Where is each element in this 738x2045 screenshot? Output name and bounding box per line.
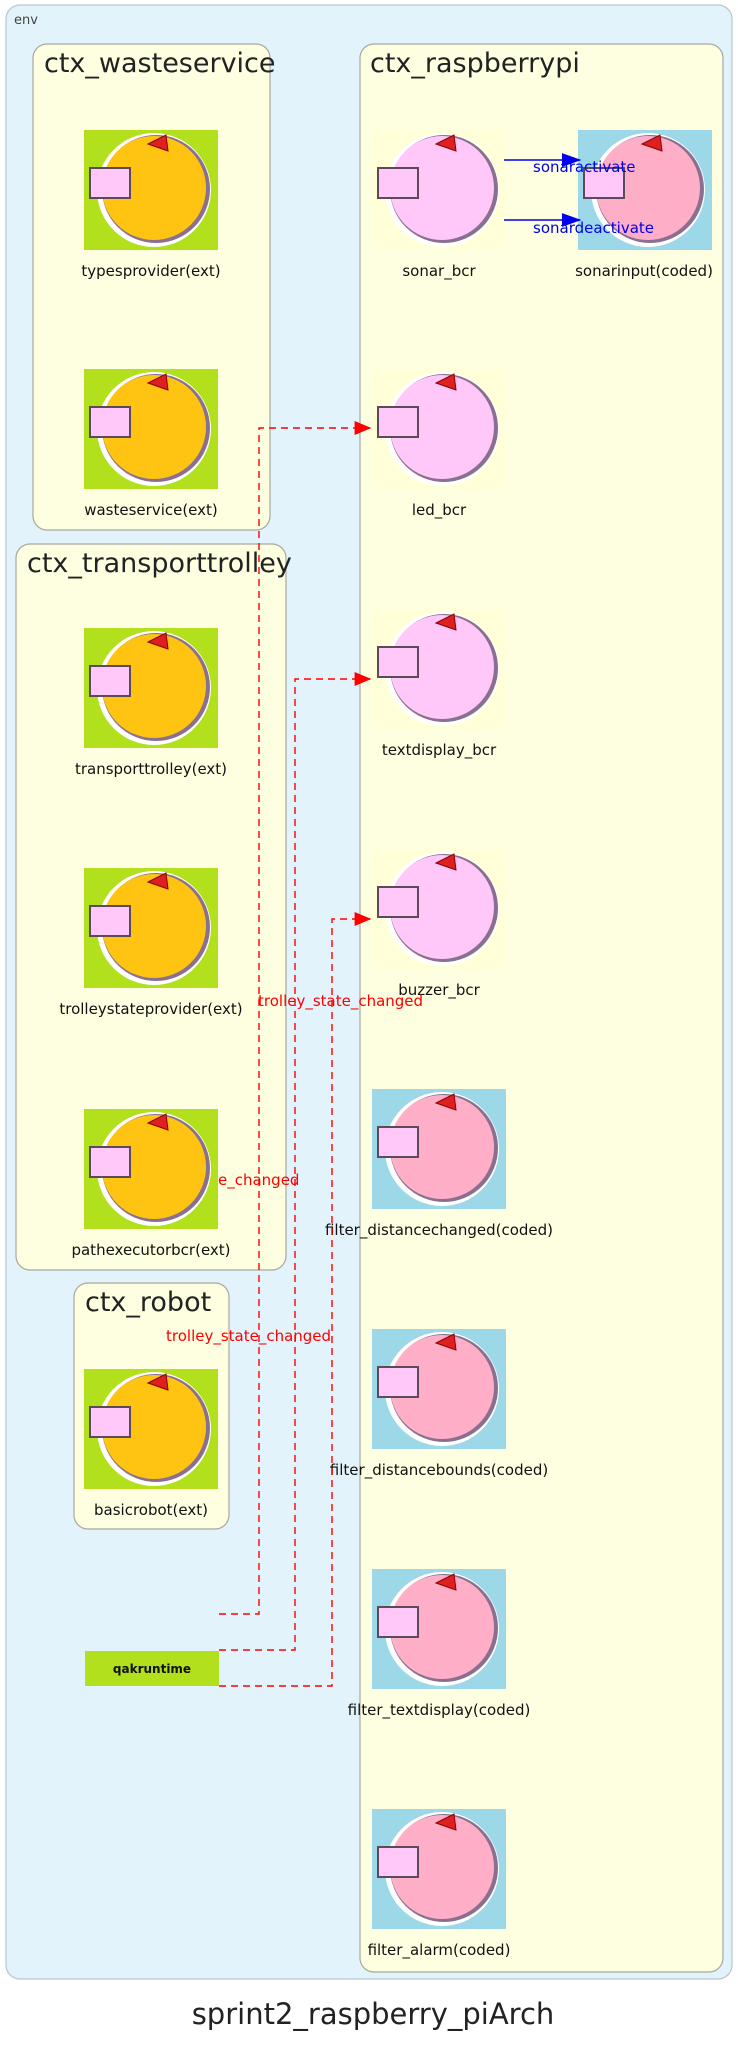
edge-label-trolley-state-changed-1: trolley_state_changed xyxy=(258,992,423,1011)
actor-filter-textdisplay-icon xyxy=(371,1568,507,1690)
edge-runtime-to-buzzer xyxy=(219,912,372,1687)
edge-label-sonardeactivate: sonardeactivate xyxy=(533,219,654,237)
edge-label-trolley-state-changed-2: e_changed xyxy=(218,1171,299,1190)
ctx-wasteservice: ctx_wasteservice typesprovider(ext) wast… xyxy=(32,43,276,531)
env-label: env xyxy=(14,13,38,28)
actor-pathexecutorbcr-icon xyxy=(83,1108,219,1230)
actor-filter-alarm-label: filter_alarm(coded) xyxy=(368,1941,511,1960)
ctx-wasteservice-title: ctx_wasteservice xyxy=(44,48,276,79)
actor-wasteservice-label: wasteservice(ext) xyxy=(84,501,218,519)
actor-filter-distancechanged-icon xyxy=(371,1088,507,1210)
actor-sonarinput-label: sonarinput(coded) xyxy=(575,262,713,280)
actor-basicrobot-icon xyxy=(83,1368,219,1490)
actor-wasteservice-icon xyxy=(83,368,219,490)
actor-filter-distancebounds-icon xyxy=(371,1328,507,1450)
ctx-transporttrolley: ctx_transporttrolley transporttrolley(ex… xyxy=(15,543,292,1271)
actor-filter-distancebounds-label: filter_distancebounds(coded) xyxy=(330,1461,548,1480)
actor-sonar-bcr-label: sonar_bcr xyxy=(402,262,476,281)
actor-led-bcr-label: led_bcr xyxy=(412,501,467,520)
ctx-raspberrypi: ctx_raspberrypi sonar_bcr sonarinput(cod… xyxy=(325,43,724,1973)
actor-transporttrolley-label: transporttrolley(ext) xyxy=(75,760,227,778)
actor-textdisplay-bcr-label: textdisplay_bcr xyxy=(382,741,497,760)
actor-typesprovider-icon xyxy=(83,129,219,251)
actor-buzzer-bcr-icon xyxy=(371,848,507,970)
edge-label-sonaractivate: sonaractivate xyxy=(533,158,636,176)
actor-textdisplay-bcr-icon xyxy=(371,608,507,730)
actor-filter-distancechanged-label: filter_distancechanged(coded) xyxy=(325,1221,553,1240)
qakruntime-label: qakruntime xyxy=(113,1662,191,1676)
edge-runtime-to-textdisplay xyxy=(219,672,372,1651)
ctx-robot-title: ctx_robot xyxy=(85,1287,211,1318)
ctx-transporttrolley-title: ctx_transporttrolley xyxy=(27,548,292,579)
actor-led-bcr-icon xyxy=(371,368,507,490)
actor-buzzer-bcr-label: buzzer_bcr xyxy=(398,981,480,1000)
actor-transporttrolley-icon xyxy=(83,627,219,749)
edge-label-trolley-state-changed-3: trolley_state_changed xyxy=(166,1327,331,1346)
ctx-raspberrypi-title: ctx_raspberrypi xyxy=(370,48,580,79)
actor-sonar-bcr-icon xyxy=(371,129,507,251)
actor-filter-alarm-icon xyxy=(371,1808,507,1930)
qakruntime-node: qakruntime xyxy=(85,1651,219,1686)
actor-typesprovider-label: typesprovider(ext) xyxy=(81,262,220,280)
actor-basicrobot-label: basicrobot(ext) xyxy=(94,1501,208,1519)
actor-pathexecutorbcr-label: pathexecutorbcr(ext) xyxy=(71,1241,230,1259)
actor-filter-textdisplay-label: filter_textdisplay(coded) xyxy=(348,1701,531,1720)
diagram-title: sprint2_raspberry_piArch xyxy=(192,1997,555,2031)
actor-trolleystateprovider-icon xyxy=(83,867,219,989)
actor-trolleystateprovider-label: trolleystateprovider(ext) xyxy=(59,1000,242,1018)
ctx-robot: ctx_robot basicrobot(ext) xyxy=(73,1282,230,1530)
